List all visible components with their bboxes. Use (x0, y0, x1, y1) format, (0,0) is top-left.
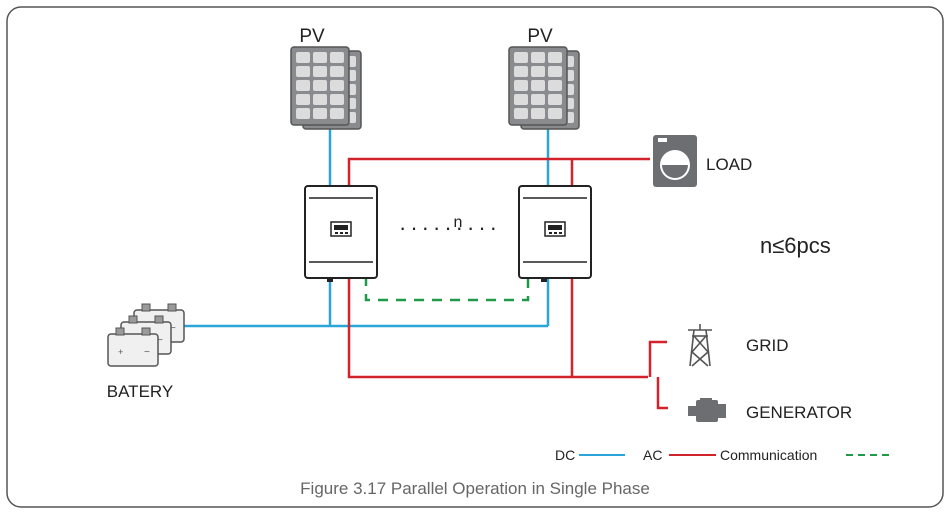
legend: DC AC Communication (555, 447, 890, 463)
parallel-n-label: n (454, 214, 463, 231)
capacity-label: n≤6pcs (760, 233, 831, 258)
parallel-dots: ········· (399, 215, 501, 240)
legend-ac-label: AC (643, 447, 662, 463)
generator-label: GENERATOR (746, 403, 852, 422)
communication-wiring (364, 276, 530, 302)
battery-icon (107, 303, 185, 367)
legend-dc-label: DC (555, 447, 575, 463)
ac-wiring (347, 157, 668, 410)
figure-caption: Figure 3.17 Parallel Operation in Single… (300, 479, 650, 498)
solar-panel-icon (508, 46, 580, 130)
transmission-tower-icon (688, 324, 712, 367)
inverter-icon (518, 185, 592, 283)
pv-left-label: PV (299, 26, 325, 47)
grid-label: GRID (746, 336, 789, 355)
solar-panel-icon (290, 46, 362, 130)
diagram-frame (6, 6, 944, 508)
load-label: LOAD (706, 155, 752, 174)
pv-right-label: PV (527, 26, 553, 47)
inverter-icon (304, 185, 378, 283)
battery-label: BATERY (107, 382, 173, 401)
generator-icon (688, 398, 726, 422)
legend-communication-label: Communication (720, 447, 817, 463)
dc-wiring (183, 127, 550, 328)
washing-machine-icon (653, 135, 697, 187)
